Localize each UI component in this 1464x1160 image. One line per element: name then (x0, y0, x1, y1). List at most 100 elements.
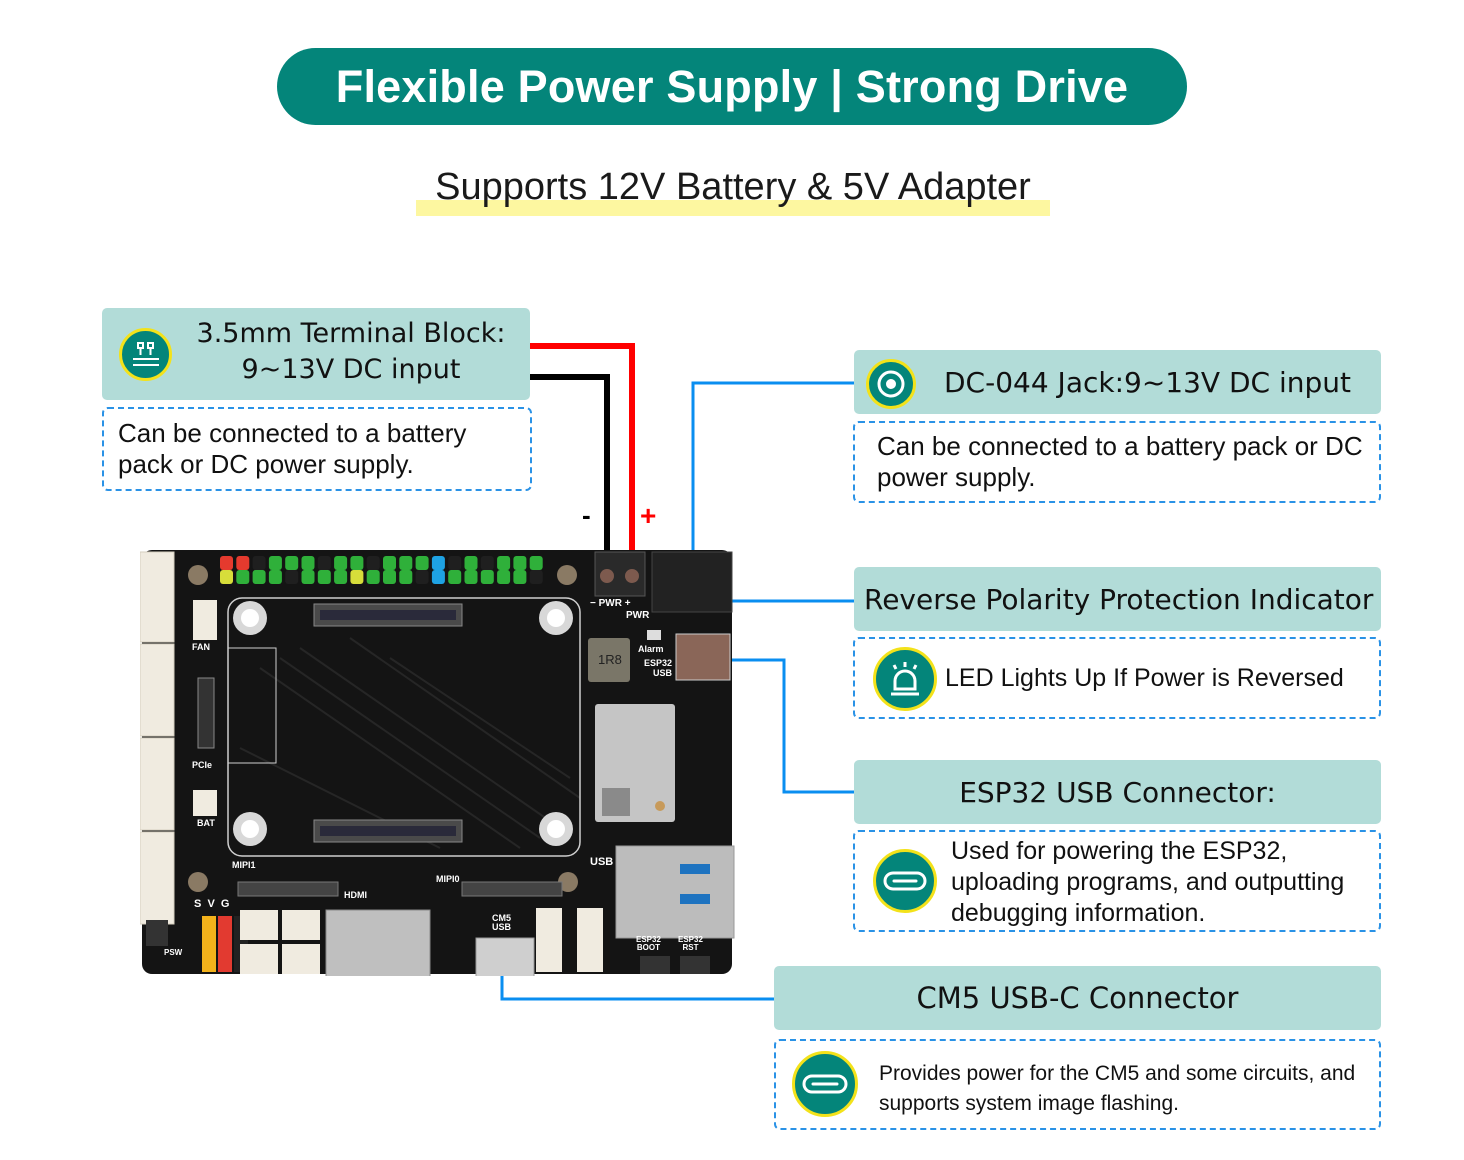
gpio-pin-cap (431, 556, 445, 570)
dvg-connector-2 (577, 908, 603, 972)
esp32-usb-title: ESP32 USB Connector: (959, 775, 1276, 809)
esp32-usb-description: Used for powering the ESP32, uploading p… (951, 837, 1345, 927)
esp32-boot-button (640, 956, 670, 974)
dc-jack (651, 551, 733, 613)
inductor (588, 638, 630, 682)
positive-wire-label: + (640, 500, 657, 531)
alarm-label: Alarm (638, 644, 664, 654)
page-subtitle: Supports 12V Battery & 5V Adapter (416, 164, 1050, 216)
negative-wire-label: - (582, 500, 591, 530)
hdmi-label: HDMI (344, 890, 367, 900)
left-motor-connectors (139, 551, 175, 925)
gpio-pin-cap (383, 556, 396, 570)
gpio-pin-cap (529, 556, 543, 570)
gpio-pin-cap (464, 570, 478, 584)
pwr-label: PWR (626, 610, 650, 621)
gpio-pin-cap (268, 556, 282, 570)
dc-jack-label: DC-044 Jack:9~13V DC input (854, 350, 1381, 414)
gpio-pin-cap (334, 556, 348, 570)
gpio-pin-cap (268, 570, 282, 584)
gpio-pin-cap (350, 570, 364, 584)
mipi1-connector (237, 881, 339, 897)
alarm-led (647, 630, 661, 640)
reverse-polarity-label: Reverse Polarity Protection Indicator (854, 567, 1381, 631)
usb-c-icon (873, 849, 937, 913)
cm5-usbc-description: Provides power for the CM5 and some circ… (879, 1062, 1356, 1115)
gpio-pin-cap (220, 570, 233, 584)
mounting-holes (233, 601, 573, 846)
gpio-pin-cap (399, 570, 413, 584)
gpio-pin-cap (415, 556, 429, 570)
subtitle-text: Supports 12V Battery & 5V Adapter (435, 166, 1031, 208)
dc-jack-title: DC-044 Jack:9~13V DC input (944, 365, 1352, 399)
gpio-pin-cap (236, 570, 250, 584)
esp32-usb-silk-label: ESP32 USB (644, 658, 673, 678)
gpio-pin-cap (383, 570, 396, 584)
gpio-pin-cap (317, 556, 331, 570)
boot-button (146, 920, 168, 946)
pcie-label: PCIe (192, 760, 213, 770)
terminal-block-label: 3.5mm Terminal Block: 9~13V DC input (102, 308, 530, 400)
pcb-traces (239, 637, 581, 849)
gpio-pin-cap (366, 556, 380, 570)
page-title-text: Flexible Power Supply | Strong Drive (335, 60, 1129, 112)
subtitle-highlight (416, 200, 1050, 216)
reverse-polarity-description: LED Lights Up If Power is Reversed (945, 663, 1344, 692)
usb-a-port (615, 845, 735, 939)
gpio-pin-cap (350, 556, 364, 570)
mipi1-label: MIPI1 (232, 860, 256, 870)
mipi0-label: MIPI0 (436, 874, 460, 884)
esp32-rst-button (680, 956, 710, 974)
pwr-terminal-label: − PWR + (590, 598, 631, 609)
gpio-pin-cap (448, 570, 462, 584)
cm5-usb-silk-label: CM5 USB (492, 913, 512, 932)
usb-c-icon (792, 1051, 858, 1117)
usb-label: USB (590, 856, 614, 868)
gpio-pin-cap (301, 570, 315, 584)
gpio-pin-cap (285, 556, 299, 570)
gpio-pin-cap (220, 556, 233, 570)
positive-wire (530, 343, 635, 568)
gpio-pin-cap (529, 570, 543, 584)
gpio-pin-cap (513, 556, 527, 570)
terminal-block-icon (119, 328, 172, 381)
pcb (142, 550, 732, 974)
terminal-block-voltage: 9~13V DC input (241, 354, 461, 385)
bat-connector (193, 790, 217, 816)
carrier-board-drawing (139, 550, 735, 985)
gpio-pin-cap (366, 570, 380, 584)
reverse-polarity-title: Reverse Polarity Protection Indicator (864, 582, 1374, 616)
gpio-pin-cap (431, 570, 445, 584)
esp32-usb-description-box: Used for powering the ESP32, uploading p… (853, 830, 1381, 932)
page-title: Flexible Power Supply | Strong Drive (277, 48, 1187, 125)
cm5-usbc-label: CM5 USB-C Connector (774, 966, 1381, 1030)
gpio-pin-cap (497, 570, 511, 584)
gpio-pin-cap (464, 556, 478, 570)
gpio-pin-cap (252, 570, 266, 584)
fan-label: FAN (192, 642, 210, 652)
gpio-pin-cap (399, 556, 413, 570)
cm5-usb-port (475, 937, 535, 985)
carrier-board-image: − PWR + PWR Alarm ESP32 USB 1R8 FAN PCIe… (139, 548, 735, 985)
gpio-pin-cap (415, 570, 429, 584)
negative-wire (530, 374, 610, 568)
gpio-pin-cap (480, 570, 494, 584)
gpio-pin-cap (285, 570, 299, 584)
psw-label: PSW (164, 948, 183, 957)
svg-header-label: S V G (194, 898, 230, 910)
gpio-pin-cap (252, 556, 266, 570)
dc-jack-description: Can be connected to a battery pack or DC… (877, 431, 1363, 492)
gpio-pin-cap (448, 556, 462, 570)
servo-power-connectors (240, 910, 320, 974)
pcie-connector (197, 677, 215, 749)
cm5-usbc-description-box: Provides power for the CM5 and some circ… (774, 1039, 1381, 1130)
esp32-boot-label: ESP32 BOOT (636, 935, 661, 952)
fan-connector (193, 600, 217, 640)
gpio-pin-cap (334, 570, 348, 584)
gpio-pin-cap (480, 556, 494, 570)
esp32-usb-label: ESP32 USB Connector: (854, 760, 1381, 824)
hdmi-port (325, 909, 431, 985)
terminal-block-description-box: Can be connected to a battery pack or DC… (102, 407, 532, 491)
gpio-pin-cap (236, 556, 250, 570)
bat-label: BAT (197, 818, 215, 828)
